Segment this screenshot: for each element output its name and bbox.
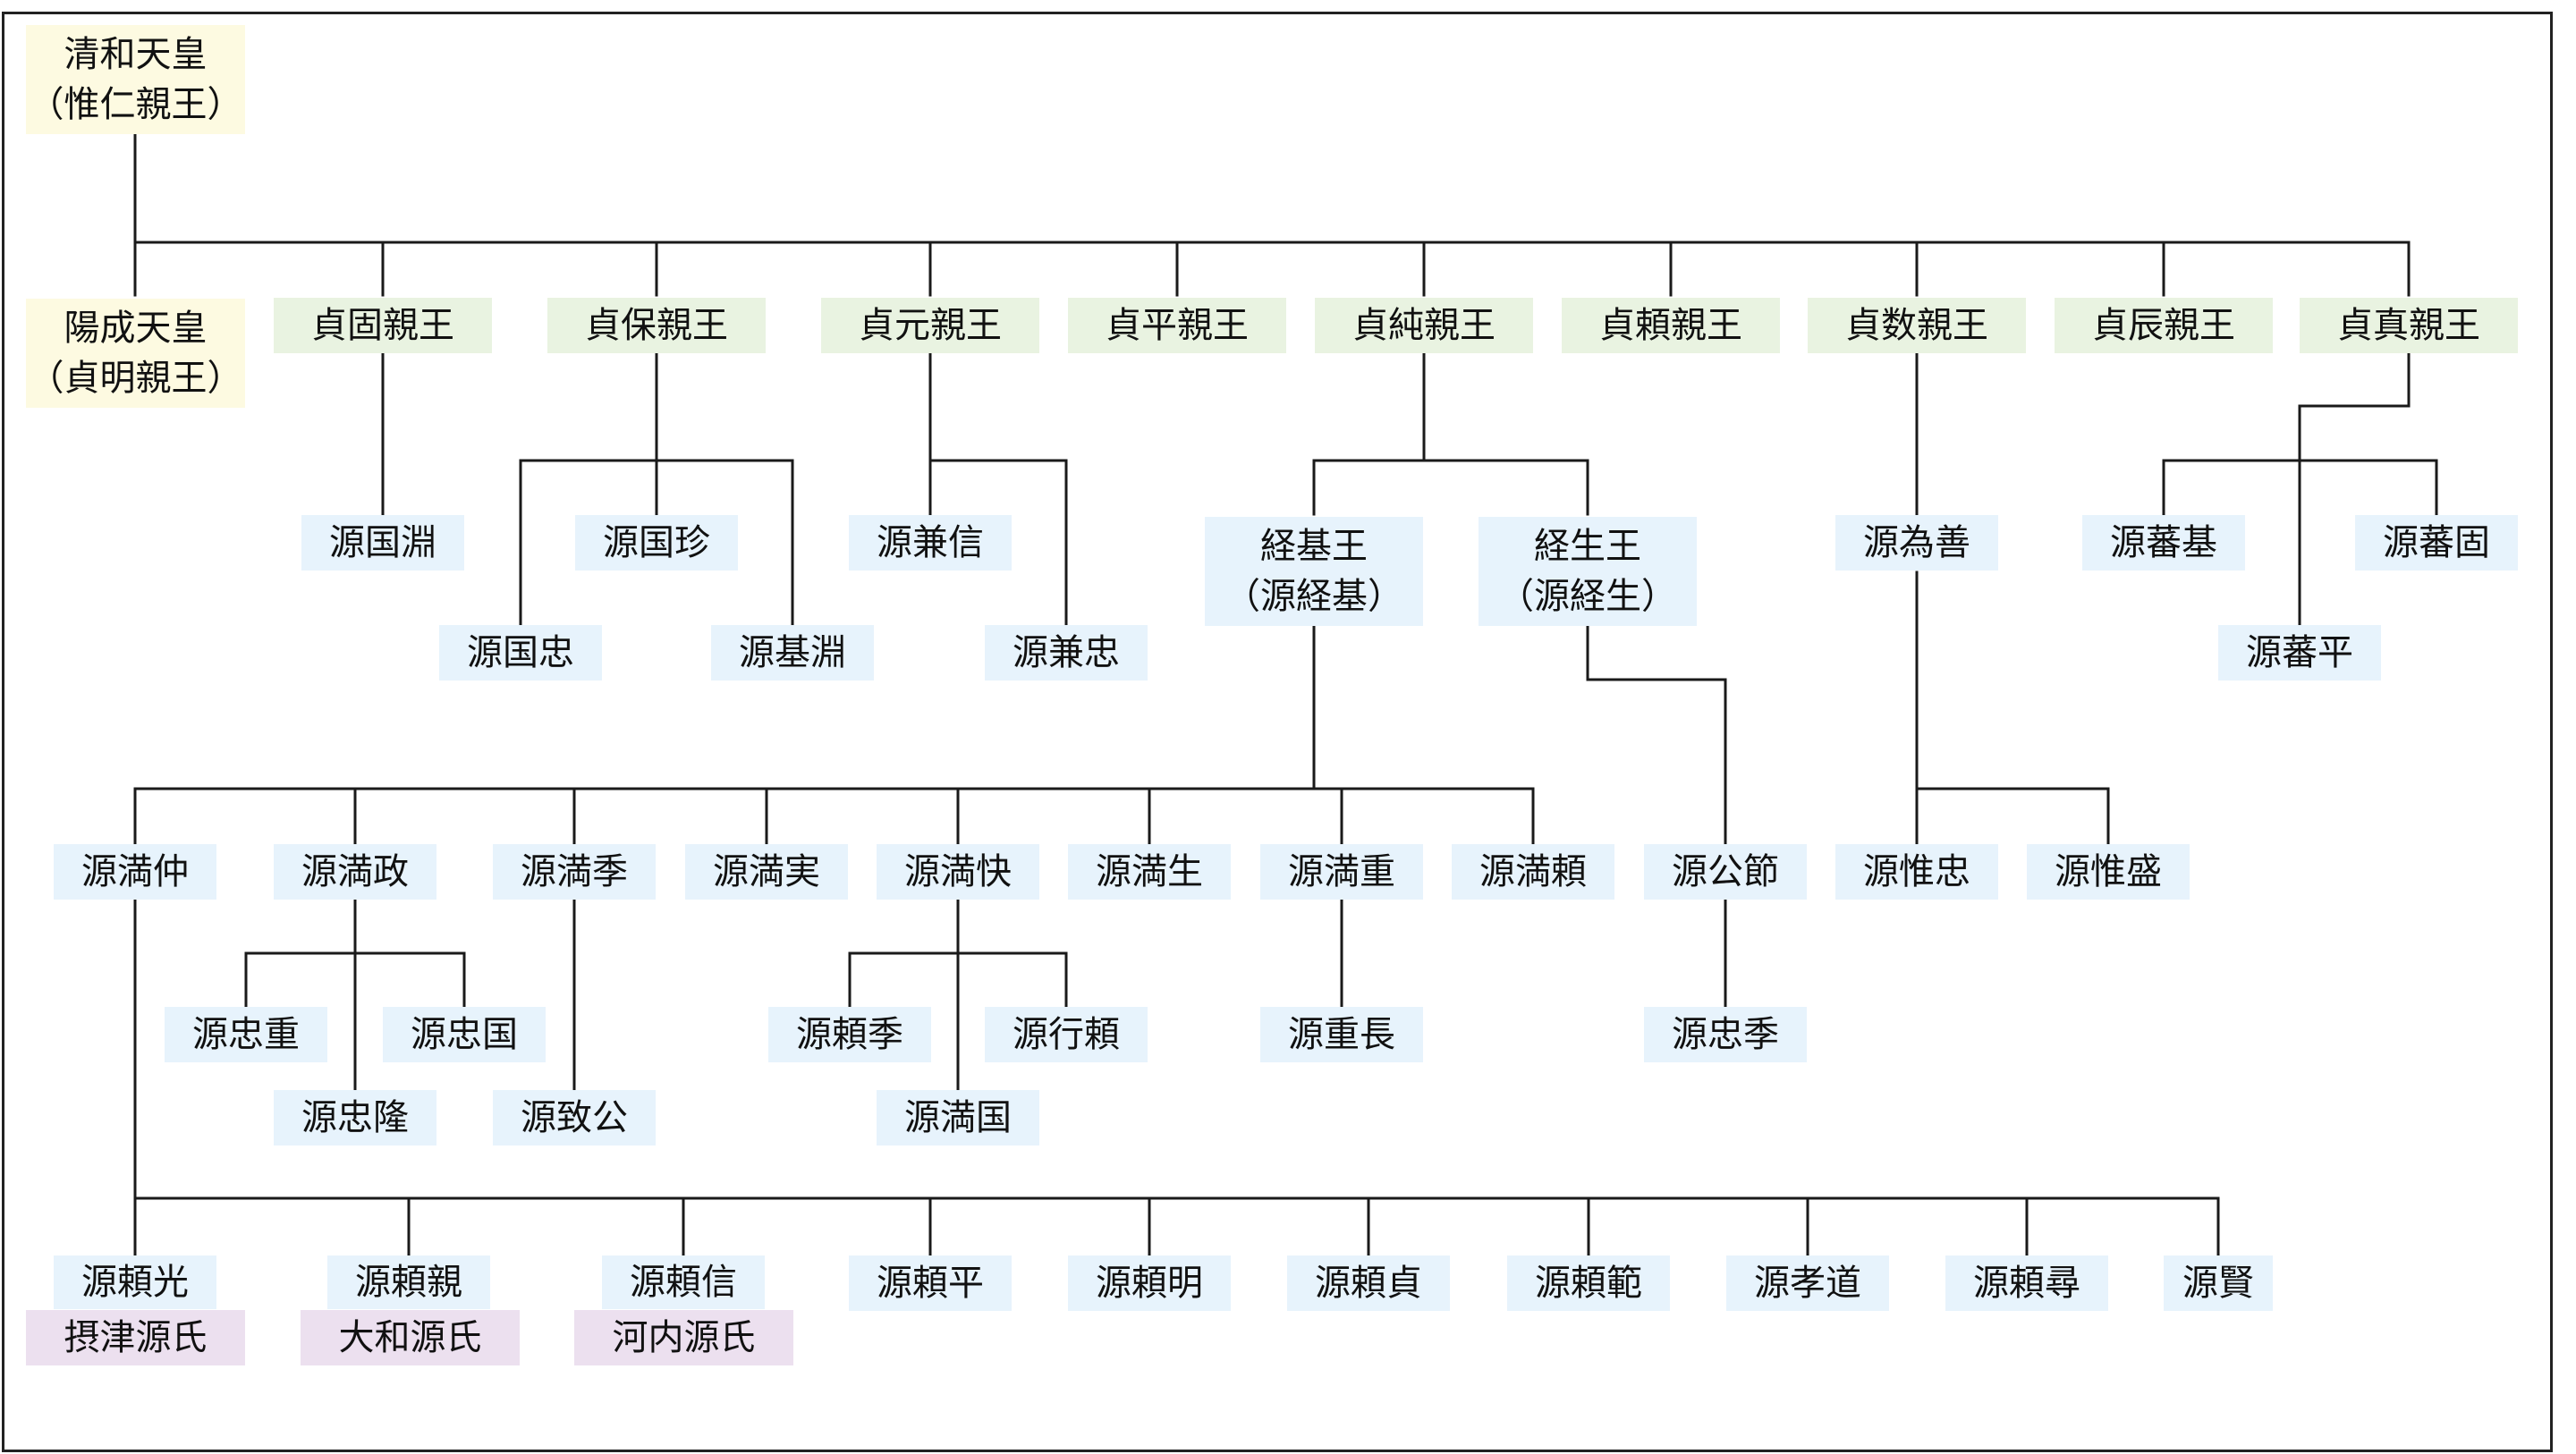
node-motobuchi: 源基淵 — [711, 625, 874, 681]
node-sadayasu-shinno: 貞保親王 — [547, 298, 766, 353]
node-kunitama: 源国珍 — [575, 515, 738, 571]
node-shigehira: 源蕃平 — [2218, 625, 2381, 681]
node-mitsunaka: 源満仲 — [54, 844, 216, 900]
node-mitsuyori: 源満頼 — [1452, 844, 1614, 900]
lineage-kawachi-genji: 河内源氏 — [574, 1310, 793, 1365]
node-shigekata: 源蕃固 — [2355, 515, 2518, 571]
node-sadakata-shinno: 貞固親王 — [274, 298, 492, 353]
node-tadasue: 源忠季 — [1644, 1007, 1807, 1062]
node-label: 陽成天皇 — [64, 308, 208, 349]
node-kanenobu: 源兼信 — [849, 515, 1012, 571]
node-sublabel: （源経基） — [1224, 576, 1403, 617]
node-yukiyori: 源行頼 — [985, 1007, 1148, 1062]
node-tameyoshi: 源為善 — [1835, 515, 1998, 571]
node-sublabel: （貞明親王） — [28, 358, 243, 399]
node-sadatoki-shinno: 貞辰親王 — [2055, 298, 2273, 353]
node-sadayori-shinno: 貞頼親王 — [1562, 298, 1780, 353]
node-yorinobu: 源頼信 — [602, 1255, 765, 1309]
node-mitsusue: 源満季 — [493, 844, 656, 900]
node-sublabel: （惟仁親王） — [28, 84, 243, 125]
node-tsuneo-o: 経生王 （源経生） — [1479, 517, 1697, 626]
node-mitsumasa: 源満政 — [274, 844, 436, 900]
node-tadakuni: 源忠国 — [383, 1007, 546, 1062]
node-yoriakira: 源頼明 — [1068, 1255, 1231, 1311]
node-shigenaga: 源重長 — [1260, 1007, 1423, 1062]
node-yozei-tenno: 陽成天皇 （貞明親王） — [26, 299, 245, 408]
node-kanetada: 源兼忠 — [985, 625, 1148, 681]
diagram-frame — [2, 12, 2553, 1452]
node-sublabel: （源経生） — [1498, 576, 1677, 617]
node-mitsuyoshi: 源満快 — [877, 844, 1039, 900]
node-yorihiro: 源頼尋 — [1945, 1255, 2108, 1311]
node-mitsukuni: 源満国 — [877, 1090, 1039, 1145]
node-sadamoto-shinno: 貞元親王 — [821, 298, 1039, 353]
node-sadahira-shinno: 貞平親王 — [1068, 298, 1286, 353]
node-sadazane-shinno: 貞真親王 — [2300, 298, 2518, 353]
node-sadakazu-shinno: 貞数親王 — [1808, 298, 2026, 353]
node-mitsuzane: 源満実 — [685, 844, 848, 900]
node-kunitada: 源国忠 — [439, 625, 602, 681]
node-yorinori: 源頼範 — [1507, 1255, 1670, 1311]
node-masaru: 源賢 — [2164, 1255, 2273, 1311]
lineage-yamato-genji: 大和源氏 — [301, 1310, 520, 1365]
node-kintoki: 源公節 — [1644, 844, 1807, 900]
node-yorichika: 源頼親 — [327, 1255, 490, 1309]
node-takamichi: 源孝道 — [1726, 1255, 1889, 1311]
node-koretada: 源惟忠 — [1835, 844, 1998, 900]
node-yorisue: 源頼季 — [768, 1007, 931, 1062]
node-mitsushige: 源満重 — [1260, 844, 1423, 900]
node-sadazumi-shinno: 貞純親王 — [1315, 298, 1533, 353]
node-kunibuchi: 源国淵 — [301, 515, 464, 571]
node-shigemoto: 源蕃基 — [2082, 515, 2245, 571]
node-koremori: 源惟盛 — [2027, 844, 2190, 900]
node-munekimi: 源致公 — [493, 1090, 656, 1145]
node-label: 経基王 — [1260, 526, 1368, 567]
node-yorihira: 源頼平 — [849, 1255, 1012, 1311]
node-tadashige: 源忠重 — [165, 1007, 327, 1062]
node-yorisada: 源頼貞 — [1287, 1255, 1450, 1311]
node-tadataka: 源忠隆 — [274, 1090, 436, 1145]
node-label: 経生王 — [1534, 526, 1641, 567]
node-yorimitsu: 源頼光 — [54, 1255, 216, 1309]
node-seiwa-tenno: 清和天皇 （惟仁親王） — [26, 25, 245, 134]
node-tsunemoto-o: 経基王 （源経基） — [1205, 517, 1423, 626]
lineage-settsu-genji: 摂津源氏 — [26, 1310, 245, 1365]
node-label: 清和天皇 — [64, 34, 208, 75]
node-mitsuo: 源満生 — [1068, 844, 1231, 900]
